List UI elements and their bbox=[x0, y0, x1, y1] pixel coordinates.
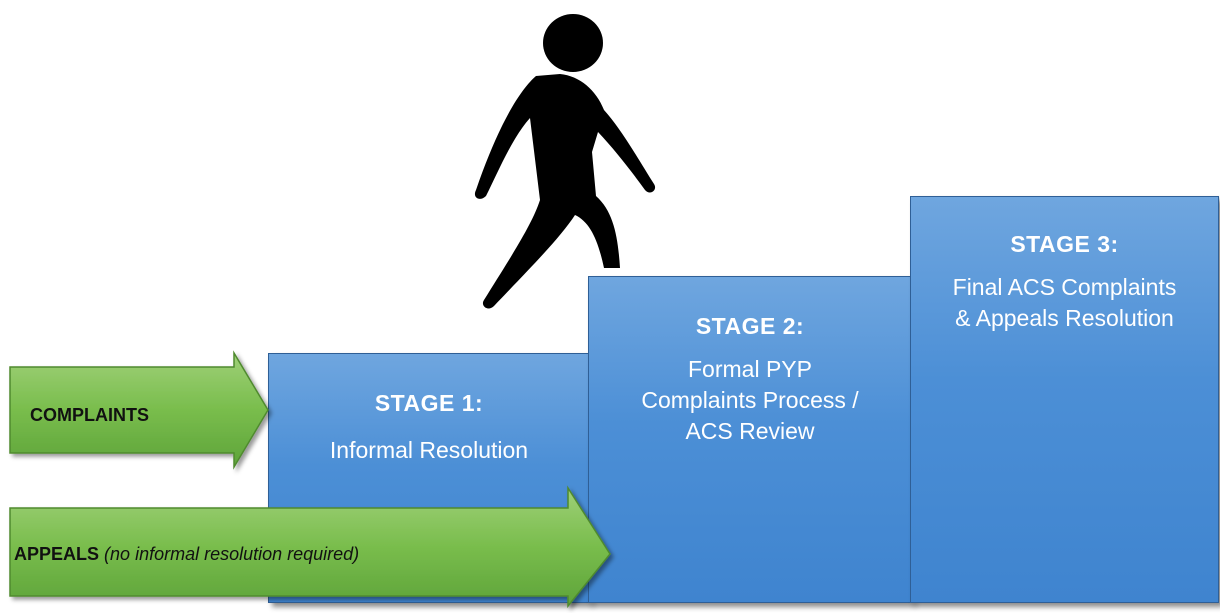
stage-2-description: Formal PYP Complaints Process / ACS Revi… bbox=[589, 354, 911, 447]
stage-3-description-line: & Appeals Resolution bbox=[955, 305, 1174, 331]
stage-3-box: STAGE 3: Final ACS Complaints & Appeals … bbox=[910, 196, 1219, 603]
appeals-label: APPEALS (no informal resolution required… bbox=[14, 544, 359, 565]
stage-2-description-line: Formal PYP bbox=[688, 356, 812, 382]
complaints-arrow bbox=[9, 350, 269, 470]
appeals-arrow bbox=[9, 485, 611, 609]
stage-2-description-line: ACS Review bbox=[685, 418, 815, 444]
stage-3-title: STAGE 3: bbox=[1010, 231, 1119, 257]
stage-1-description: Informal Resolution bbox=[329, 437, 529, 463]
stage-2-title: STAGE 2: bbox=[695, 313, 805, 339]
complaints-label: COMPLAINTS bbox=[30, 405, 149, 425]
appeals-label-note: (no informal resolution required) bbox=[104, 544, 360, 564]
stage-3-description: Final ACS Complaints & Appeals Resolutio… bbox=[911, 272, 1218, 334]
stage-3-description-line: Final ACS Complaints bbox=[952, 274, 1177, 300]
stage-2-description-line: Complaints Process / bbox=[641, 387, 859, 413]
stage-1-title: STAGE 1: bbox=[374, 390, 484, 416]
stage-2-box: STAGE 2: Formal PYP Complaints Process /… bbox=[588, 276, 912, 603]
appeals-label-title: APPEALS bbox=[14, 544, 100, 564]
